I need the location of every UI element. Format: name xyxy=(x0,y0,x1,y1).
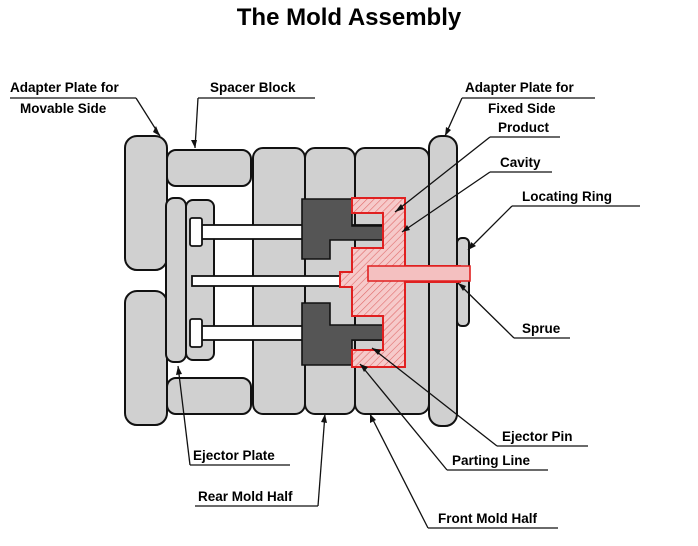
leader-spacer-block xyxy=(194,97,199,149)
label-parting-line: Parting Line xyxy=(452,453,530,468)
leader-parting-line xyxy=(359,363,448,471)
ejector-pin-head-bottom xyxy=(189,318,203,348)
leader-rear-mold-half xyxy=(317,413,326,507)
label-product: Product xyxy=(498,120,550,135)
leader-product xyxy=(394,136,491,213)
adapter-plate-movable-bottom xyxy=(124,290,168,426)
label-cavity: Cavity xyxy=(500,155,541,170)
label-sprue: Sprue xyxy=(522,321,561,336)
diagram-title: The Mold Assembly xyxy=(236,4,462,31)
label-rear-mold-half: Rear Mold Half xyxy=(198,489,293,504)
ejector-plate-outer xyxy=(165,197,187,363)
adapter-plate-movable-top xyxy=(124,135,168,271)
ejector-pin-head-top xyxy=(189,217,203,247)
label-ejector-plate: Ejector Plate xyxy=(193,448,275,463)
spacer-block-top xyxy=(166,149,252,187)
label-ejector-pin: Ejector Pin xyxy=(502,429,573,444)
label-adapter-fixed-line1: Adapter Plate for xyxy=(465,80,575,95)
label-adapter-movable-line1: Adapter Plate for xyxy=(10,80,120,95)
label-adapter-movable-line2: Movable Side xyxy=(20,101,107,116)
label-locating-ring: Locating Ring xyxy=(522,189,612,204)
label-adapter-fixed-line2: Fixed Side xyxy=(488,101,556,116)
label-front-mold-half: Front Mold Half xyxy=(438,511,537,526)
leader-front-mold-half xyxy=(369,413,429,529)
spacer-block-bottom xyxy=(166,377,252,415)
label-spacer-block: Spacer Block xyxy=(210,80,296,95)
leader-sprue xyxy=(457,282,515,339)
leader-ejector-plate xyxy=(177,365,191,466)
leader-ejector-pin xyxy=(371,347,498,447)
sprue-channel xyxy=(367,265,471,282)
leader-cavity xyxy=(401,171,491,233)
leader-locating-ring xyxy=(467,205,513,251)
